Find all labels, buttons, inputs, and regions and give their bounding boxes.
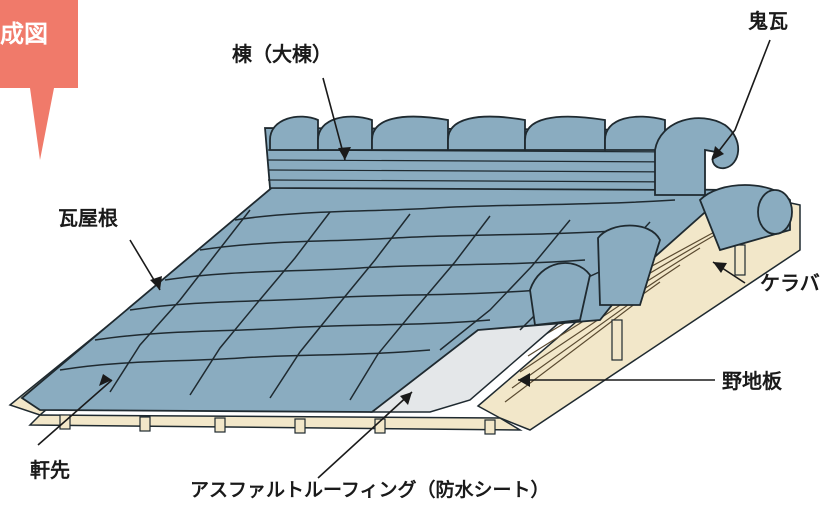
ridge bbox=[264, 115, 691, 191]
tile-field bbox=[20, 184, 733, 413]
keraba-edge bbox=[529, 184, 793, 326]
onigawara-label: 鬼瓦 bbox=[748, 9, 788, 33]
nokisaki-label: 軒先 bbox=[30, 458, 70, 482]
keraba-label: ケラバ bbox=[760, 271, 820, 295]
arrow-heads bbox=[99, 146, 727, 405]
badge-text: 成図 bbox=[0, 20, 48, 48]
nojiita-label: 野地板 bbox=[722, 369, 782, 393]
tile-roof-label: 瓦屋根 bbox=[58, 206, 118, 230]
badge-shape bbox=[0, 0, 78, 160]
title-badge: 成図 bbox=[0, 0, 78, 160]
onigawara bbox=[654, 117, 740, 196]
underlay-label: アスファルトルーフィング（防水シート） bbox=[190, 479, 550, 501]
ridge-label: 棟（大棟） bbox=[232, 42, 332, 66]
